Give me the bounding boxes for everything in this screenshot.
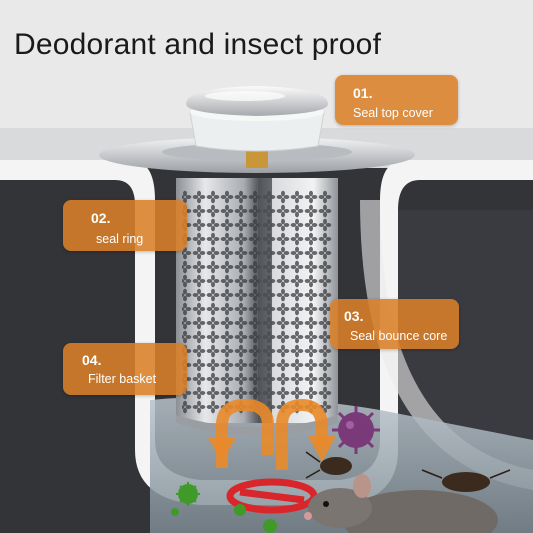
callout-seal-ring: 02. seal ring (63, 200, 187, 251)
callout-label: seal ring (96, 232, 144, 246)
callout-label: Seal top cover (353, 106, 433, 120)
right-pipe (398, 210, 533, 460)
callout-number: 03. (344, 308, 364, 324)
seal-top-cover (186, 86, 328, 116)
airflow-arrow-icon (216, 398, 274, 468)
cockroach-icon (320, 457, 490, 492)
callout-label: Seal bounce core (350, 329, 448, 343)
callout-filter-basket: 04. Filter basket (63, 343, 187, 395)
callout-seal-top-cover: 01. Seal top cover (335, 75, 458, 125)
callout-number: 04. (82, 352, 102, 368)
headline: Deodorant and insect proof (14, 28, 382, 61)
callout-number: 01. (353, 85, 373, 101)
callout-label: Filter basket (88, 372, 157, 386)
basket-shine (258, 178, 272, 423)
mouse-icon (304, 474, 498, 533)
virus-icon (332, 406, 380, 454)
callout-seal-bounce-core: 03. Seal bounce core (330, 299, 459, 349)
seal-ring (189, 111, 325, 152)
no-entry-sign-icon (226, 478, 318, 514)
filter-basket-holes (182, 190, 332, 415)
callout-number: 02. (91, 210, 111, 226)
